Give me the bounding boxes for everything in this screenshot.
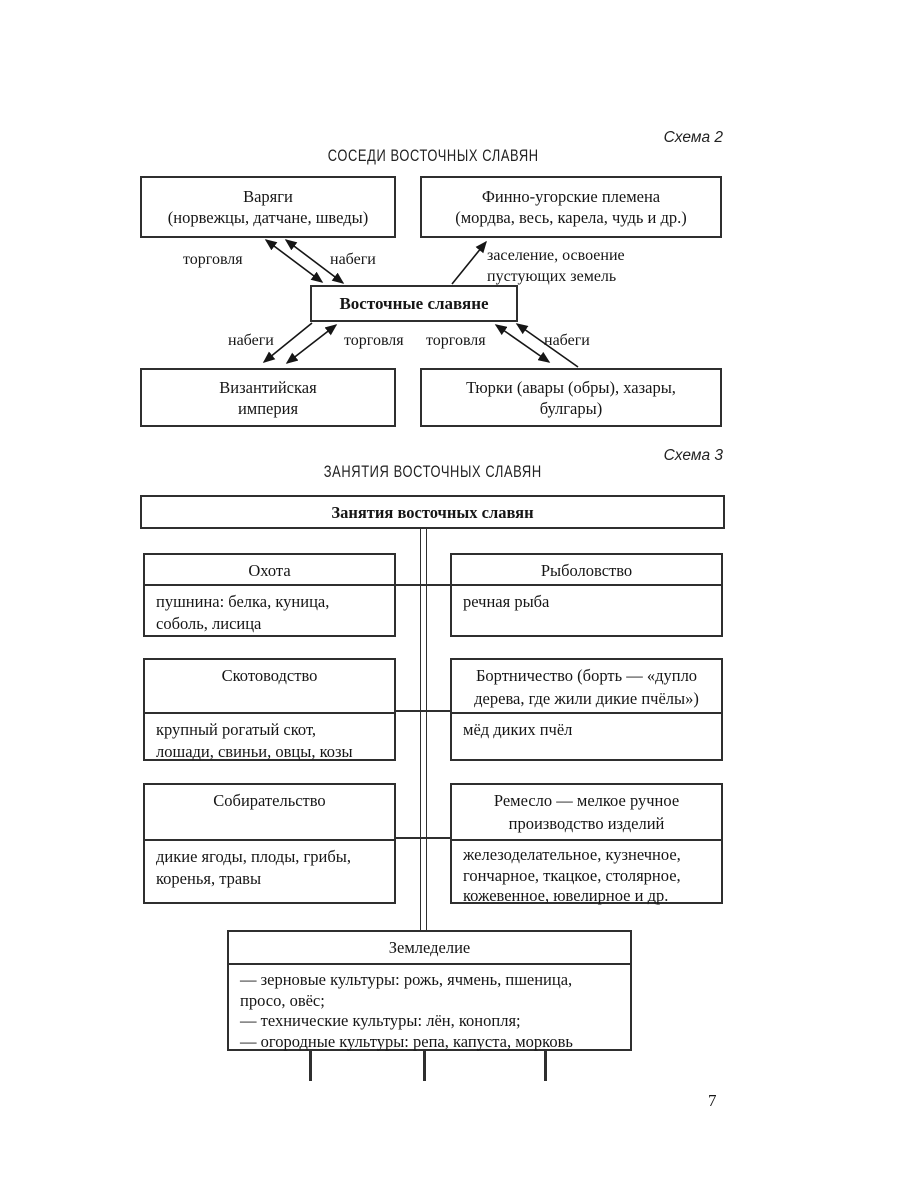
cell-beekeeping: Бортничество (борть — «дупло дерева, где… (450, 658, 723, 761)
box-occupations-root-text: Занятия восточных славян (331, 502, 534, 522)
cell-cattle-body: крупный рогатый скот, лошади, свиньи, ов… (156, 720, 353, 761)
scheme3-label: Схема 3 (663, 447, 723, 464)
cell-cattle: Скотоводство крупный рогатый скот, лошад… (143, 658, 396, 761)
cell-crafts-body: железоделательное, кузнечное, гончарное,… (463, 845, 681, 905)
cell-beekeeping-body: мёд диких пчёл (463, 720, 573, 739)
cell-gathering-body: дикие ягоды, плоды, грибы, коренья, трав… (156, 847, 351, 888)
cell-fishing: Рыболовство речная рыба (450, 553, 723, 637)
box-turks: Тюрки (авары (обры), хазары, булгары) (420, 368, 722, 427)
box-turks-text: Тюрки (авары (обры), хазары, булгары) (466, 377, 676, 418)
divider-bridge-row2 (396, 710, 450, 712)
box-finno-ugric: Финно-угорские племена (мордва, весь, ка… (420, 176, 722, 238)
box-finno-ugric-text: Финно-угорские племена (мордва, весь, ка… (455, 187, 687, 227)
arrow-varyagi-trade (264, 239, 324, 283)
label-raids-bottom-right: набеги (544, 332, 590, 349)
box-varyagi: Варяги (норвежцы, датчане, шведы) (140, 176, 396, 238)
label-trade-top: торговля (183, 251, 243, 268)
cell-cattle-header: Скотоводство (145, 660, 394, 714)
cell-crafts: Ремесло — мелкое ручное производство изд… (450, 783, 723, 905)
cell-fishing-header: Рыболовство (452, 555, 721, 586)
cell-hunting: Охота пушнина: белка, куница, соболь, ли… (143, 553, 396, 637)
scheme2-label: Схема 2 (663, 129, 723, 146)
arrow-settlement (451, 240, 487, 285)
stub-middle (423, 1051, 426, 1081)
box-eastern-slavs-text: Восточные славяне (339, 294, 489, 313)
cell-hunting-body: пушнина: белка, куница, соболь, лисица (156, 592, 330, 633)
page-number: 7 (708, 1091, 717, 1110)
arrow-turks-trade (494, 324, 551, 363)
stub-left (309, 1051, 312, 1081)
cell-gathering: Собирательство дикие ягоды, плоды, грибы… (143, 783, 396, 904)
cell-gathering-header: Собирательство (145, 785, 394, 841)
cell-hunting-header: Охота (145, 555, 394, 586)
label-raids-bottom-left: набеги (228, 332, 274, 349)
cell-agriculture-header: Земледелие (229, 932, 630, 965)
box-eastern-slavs: Восточные славяне (310, 285, 518, 322)
label-trade-bottom-left: торговля (344, 332, 404, 349)
scheme2-title-bar: СОСЕДИ ВОСТОЧНЫХ СЛАВЯН (0, 147, 866, 166)
box-byzantine-text: Византийская империя (219, 377, 317, 418)
label-raids-top: набеги (330, 251, 376, 268)
arrow-byzantine-trade (285, 324, 338, 364)
box-byzantine: Византийская империя (140, 368, 396, 427)
divider-bridge-row1 (396, 584, 450, 586)
label-trade-bottom-right: торговля (426, 332, 486, 349)
cell-fishing-body: речная рыба (463, 592, 550, 611)
box-occupations-root: Занятия восточных славян (140, 495, 725, 529)
box-varyagi-text: Варяги (норвежцы, датчане, шведы) (167, 187, 369, 227)
trunk-connector (420, 529, 427, 930)
cell-beekeeping-header: Бортничество (борть — «дупло дерева, где… (452, 660, 721, 714)
cell-agriculture-body: — зерновые культуры: рожь, ячмень, пшени… (240, 970, 573, 1051)
scheme2-title: СОСЕДИ ВОСТОЧНЫХ СЛАВЯН (327, 147, 539, 165)
cell-agriculture: Земледелие — зерновые культуры: рожь, яч… (227, 930, 632, 1051)
cell-crafts-header: Ремесло — мелкое ручное производство изд… (452, 785, 721, 841)
scheme3-title-bar: ЗАНЯТИЯ ВОСТОЧНЫХ СЛАВЯН (0, 463, 866, 482)
divider-bridge-row3 (396, 837, 450, 839)
stub-right (544, 1051, 547, 1081)
scheme3-title: ЗАНЯТИЯ ВОСТОЧНЫХ СЛАВЯН (323, 463, 543, 481)
label-settlement: заселение, освоение пустующих земель (487, 247, 625, 285)
